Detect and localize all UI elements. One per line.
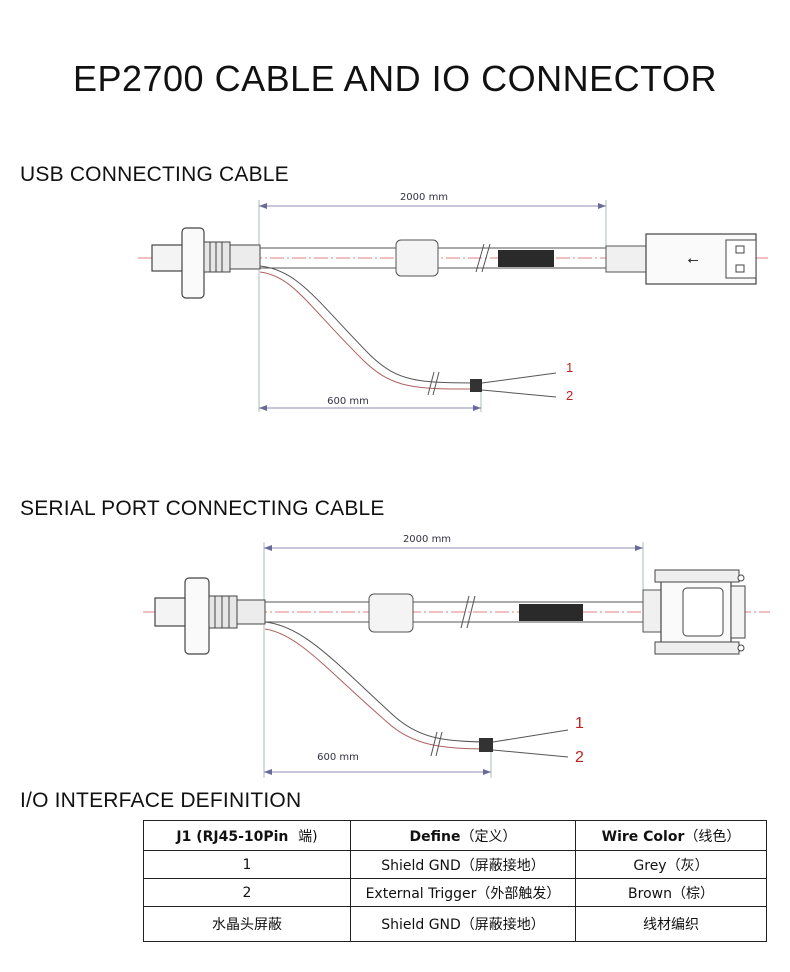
serial-dim-long: 2000 mm <box>403 534 451 545</box>
header-j1-en: J1 (RJ45-10Pin <box>176 828 289 845</box>
header-wire-color-cn: （线色） <box>684 828 741 845</box>
io-definition-table: J1 (RJ45-10Pin 端) Define（定义） Wire Color（… <box>143 820 767 942</box>
header-define-cn: （定义） <box>460 828 517 845</box>
table-cell: Brown（棕） <box>575 878 767 907</box>
usb-wire-2-label: 2 <box>566 388 573 403</box>
svg-text:⭠: ⭠ <box>687 252 698 268</box>
serial-dim-short: 600 mm <box>317 752 359 763</box>
header-wire-color: Wire Color（线色） <box>575 820 767 851</box>
header-define: Define（定义） <box>350 820 576 851</box>
header-wire-color-en: Wire Color <box>601 828 685 845</box>
usb-wire-1-label: 1 <box>566 360 573 375</box>
rj45-connector-icon <box>151 227 261 299</box>
serial-wire-2-label: 2 <box>575 749 584 766</box>
serial-cable-diagram: 2000 mm 600 mm <box>143 530 770 780</box>
db9-connector-icon <box>642 569 746 655</box>
table-cell: External Trigger（外部触发） <box>350 878 576 907</box>
table-cell: 1 <box>143 850 351 879</box>
table-cell: 2 <box>143 878 351 907</box>
table-cell: Shield GND（屏蔽接地） <box>350 906 576 942</box>
table-cell: 水晶头屏蔽 <box>143 906 351 942</box>
rj45-connector-icon <box>154 577 266 655</box>
page-title: EP2700 CABLE AND IO CONNECTOR <box>72 58 718 99</box>
header-j1: J1 (RJ45-10Pin 端) <box>143 820 351 851</box>
usb-dim-short: 600 mm <box>327 396 369 407</box>
table-cell: Shield GND（屏蔽接地） <box>350 850 576 879</box>
table-cell: Grey（灰） <box>575 850 767 879</box>
io-section-heading: I/O INTERFACE DEFINITION <box>20 789 302 812</box>
table-cell: 线材编织 <box>575 906 767 942</box>
table-row: 1 Shield GND（屏蔽接地） Grey（灰） <box>143 850 767 879</box>
header-j1-cn: 端) <box>298 828 318 845</box>
usb-plug-icon: ⭠ <box>605 233 757 285</box>
table-header-row: J1 (RJ45-10Pin 端) Define（定义） Wire Color（… <box>143 820 767 851</box>
table-row: 水晶头屏蔽 Shield GND（屏蔽接地） 线材编织 <box>143 906 767 942</box>
header-define-en: Define <box>409 828 461 845</box>
usb-cable-diagram: 2000 mm 600 mm <box>138 190 770 418</box>
serial-wire-1-label: 1 <box>575 715 584 732</box>
usb-section-heading: USB CONNECTING CABLE <box>20 163 289 186</box>
serial-section-heading: SERIAL PORT CONNECTING CABLE <box>20 497 385 520</box>
usb-dim-long: 2000 mm <box>400 192 448 203</box>
table-row: 2 External Trigger（外部触发） Brown（棕） <box>143 878 767 907</box>
